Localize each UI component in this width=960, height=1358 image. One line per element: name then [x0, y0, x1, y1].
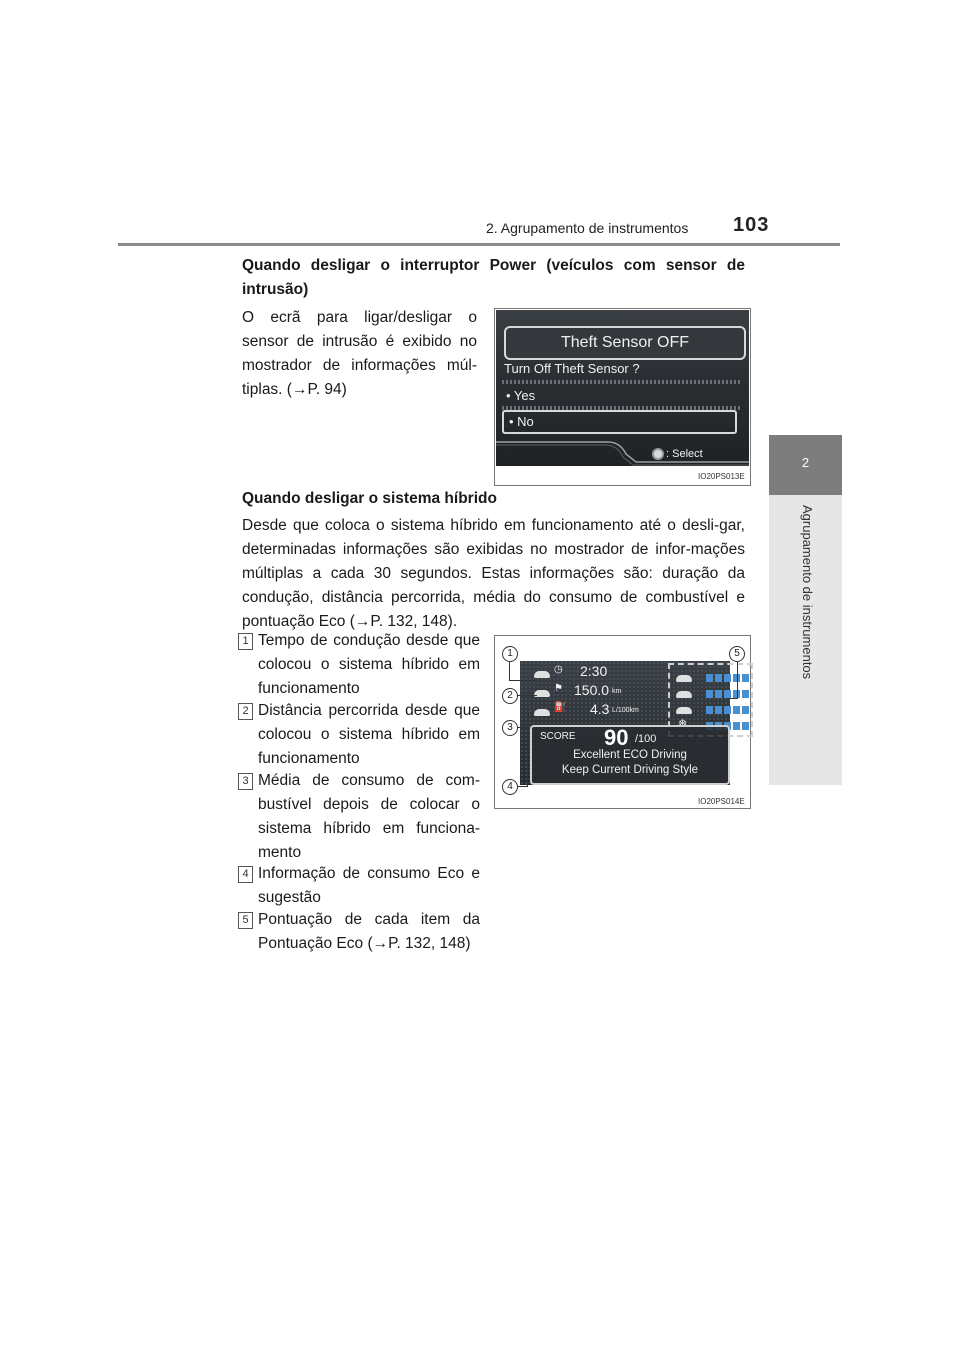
leader-line [729, 698, 738, 699]
leader-line [527, 716, 528, 728]
callout-5: 5 [729, 646, 745, 662]
callout-2: 2 [502, 688, 518, 704]
ac-icon: ❄ [678, 718, 688, 730]
list-item: Distância percorrida desde que colocou o… [258, 702, 480, 767]
select-hint: : Select [666, 448, 703, 460]
chapter-title: Agrupamento de instrumentos [800, 505, 815, 680]
list-item: Média de consumo de com-bustível depois … [258, 772, 480, 861]
score-max: /100 [635, 733, 657, 745]
score-value: 90 [604, 725, 629, 750]
leader-line [527, 716, 539, 717]
dial-icon [652, 448, 664, 460]
leader-line [517, 786, 527, 787]
screen-title: Theft Sensor OFF [504, 326, 746, 360]
page-number: 103 [733, 214, 770, 236]
eco-message-line1: Excellent ECO Driving [573, 749, 687, 761]
list-item: Pontuação de cada item da Pontuação Eco … [258, 911, 480, 952]
figure-trip-summary-screen: ◷ 2:30 ⚑ 150.0 km ⛽ 4.3 L/100km ❄ [494, 635, 753, 809]
dotted-divider [502, 380, 742, 384]
section-heading-hybrid-off: Quando desligar o sistema híbrido [242, 490, 497, 507]
eco-bars [706, 706, 749, 714]
leader-line [509, 680, 537, 681]
callout-3: 3 [502, 720, 518, 736]
screen-curve-decoration [496, 441, 749, 466]
list-marker: 4 [238, 866, 253, 883]
leader-line [527, 748, 528, 787]
car-icon [534, 709, 550, 716]
car-icon [534, 671, 550, 678]
eco-bars [706, 690, 749, 698]
leader-line [737, 660, 738, 698]
eco-bars [706, 674, 749, 682]
distance-value: 150.0 [574, 682, 610, 698]
fuel-pump-icon: ⛽ [554, 702, 567, 713]
distance-unit: km [612, 688, 622, 695]
screen-question: Turn Off Theft Sensor ? [504, 361, 640, 376]
figure-code: IO20PS014E [698, 797, 745, 806]
dotted-divider [502, 406, 742, 410]
leader-line [517, 695, 537, 696]
section-body-hybrid-off: Desde que coloca o sistema híbrido em fu… [242, 517, 745, 630]
callout-4: 4 [502, 779, 518, 795]
chapter-tab [769, 435, 842, 495]
display-screen: ◷ 2:30 ⚑ 150.0 km ⛽ 4.3 L/100km ❄ [520, 661, 753, 785]
score-label: SCORE [540, 731, 576, 742]
leader-line [517, 727, 527, 728]
option-no-selected: • No [502, 410, 737, 434]
flag-icon: ⚑ [554, 683, 563, 694]
eco-message-line2: Keep Current Driving Style [561, 764, 699, 776]
car-icon [676, 707, 692, 714]
section-body-power-switch: O ecrã para ligar/desligar o sensor de i… [242, 309, 477, 398]
header-rule [118, 243, 840, 246]
eco-score-box: SCORE 90 /100 Excellent ECO Driving Keep… [530, 725, 730, 785]
running-header: 2. Agrupamento de instrumentos [486, 220, 689, 236]
section-heading-power-switch: Quando desligar o interruptor Power (veí… [242, 257, 745, 298]
list-marker: 5 [238, 912, 253, 929]
chapter-number: 2 [801, 455, 810, 470]
fuel-unit: L/100km [612, 707, 639, 714]
display-screen: Theft Sensor OFF Turn Off Theft Sensor ?… [496, 310, 749, 466]
figure-theft-sensor-screen: Theft Sensor OFF Turn Off Theft Sensor ?… [494, 308, 751, 486]
car-icon [676, 675, 692, 682]
car-icon [534, 690, 550, 697]
list-item: Informação de consumo Eco e sugestão [258, 865, 480, 906]
chapter-tab-strip [769, 495, 842, 785]
list-item: Tempo de condução desde que colocou o si… [258, 632, 480, 697]
driving-time: 2:30 [580, 663, 608, 679]
car-icon [676, 691, 692, 698]
list-marker: 2 [238, 703, 253, 720]
callout-1: 1 [502, 646, 518, 662]
option-yes: • Yes [506, 388, 536, 403]
clock-icon: ◷ [554, 664, 563, 675]
fuel-value: 4.3 [590, 701, 610, 717]
list-marker: 1 [238, 633, 253, 650]
figure-code: IO20PS013E [698, 472, 745, 481]
list-marker: 3 [238, 773, 253, 790]
leader-line [509, 660, 510, 680]
